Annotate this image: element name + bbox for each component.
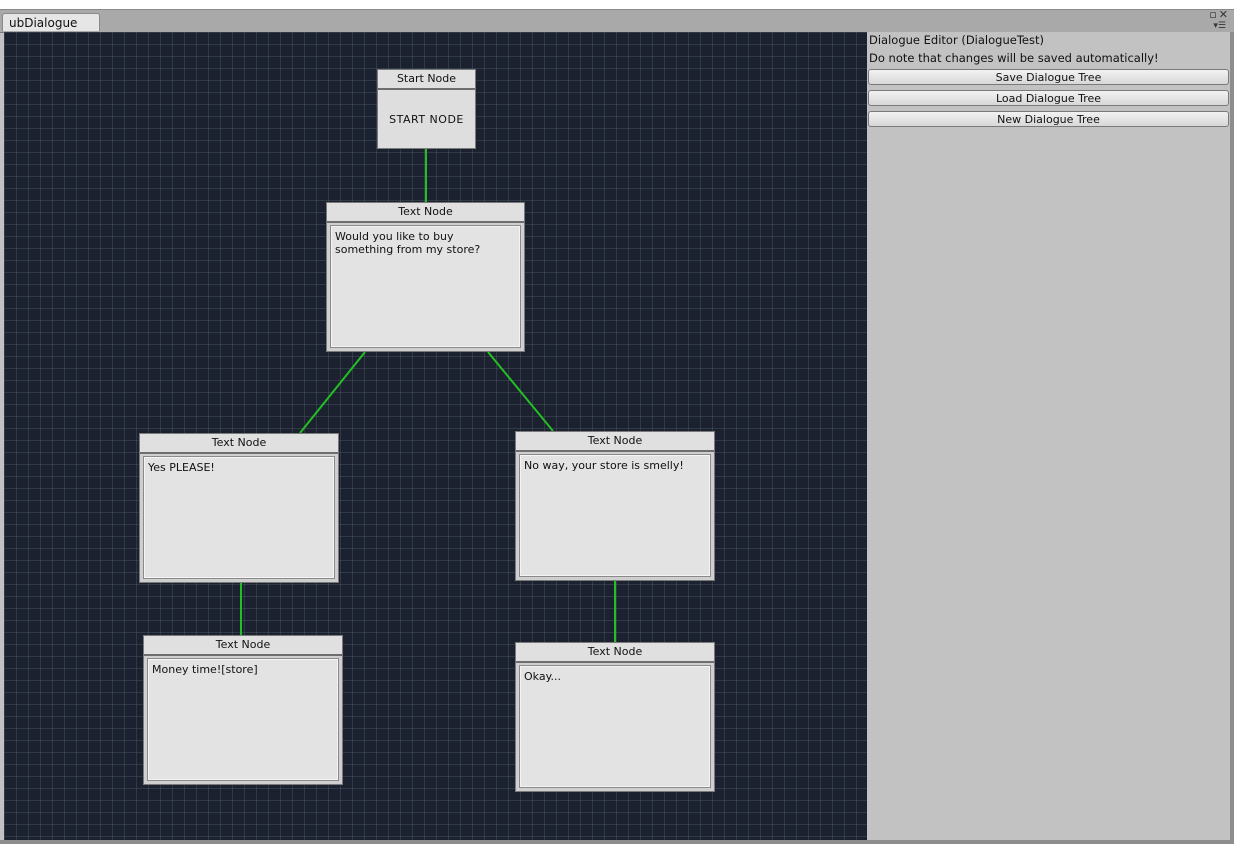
text-node-okay[interactable]: Text Node Okay...: [515, 642, 715, 792]
node-text-field[interactable]: Okay...: [519, 665, 711, 788]
start-node-label: START NODE: [378, 90, 475, 148]
node-header[interactable]: Text Node: [144, 636, 342, 656]
node-header[interactable]: Text Node: [140, 434, 338, 454]
menu-icon[interactable]: ▾☰: [1213, 21, 1226, 31]
start-node[interactable]: Start Node START NODE: [377, 69, 476, 149]
text-node-yes[interactable]: Text Node Yes PLEASE!: [139, 433, 339, 583]
node-text-field[interactable]: Would you like to buy something from my …: [330, 225, 521, 348]
close-icon[interactable]: ✕: [1218, 8, 1228, 21]
node-canvas[interactable]: Start Node START NODE Text Node Would yo…: [4, 32, 867, 840]
node-text-field[interactable]: Yes PLEASE!: [143, 456, 335, 579]
new-dialogue-tree-button[interactable]: New Dialogue Tree: [868, 111, 1229, 127]
tab-ubdialogue[interactable]: ubDialogue: [2, 13, 100, 31]
connection-lines: [240, 149, 616, 643]
edge-question-to-yes: [299, 351, 366, 434]
node-header[interactable]: Text Node: [327, 203, 524, 223]
node-text-field[interactable]: Money time![store]: [147, 658, 339, 781]
node-header[interactable]: Start Node: [378, 70, 475, 90]
window-border-bottom: [0, 840, 1234, 844]
node-text-field[interactable]: No way, your store is smelly!: [519, 454, 711, 577]
edge-question-to-no: [487, 351, 554, 432]
window-border-right: [1230, 32, 1234, 844]
autosave-note: Do note that changes will be saved autom…: [869, 51, 1159, 65]
text-node-question[interactable]: Text Node Would you like to buy somethin…: [326, 202, 525, 352]
panel-title: Dialogue Editor (DialogueTest): [869, 33, 1044, 47]
node-header[interactable]: Text Node: [516, 432, 714, 452]
tab-bar: ubDialogue: [0, 10, 1234, 33]
node-header[interactable]: Text Node: [516, 643, 714, 663]
maximize-icon[interactable]: ▫: [1209, 8, 1217, 21]
top-strip: [0, 0, 1234, 10]
window-controls: ▫✕: [1207, 8, 1228, 21]
text-node-no[interactable]: Text Node No way, your store is smelly!: [515, 431, 715, 581]
text-node-money[interactable]: Text Node Money time![store]: [143, 635, 343, 785]
inspector-panel: Dialogue Editor (DialogueTest) Do note t…: [867, 32, 1230, 840]
load-dialogue-tree-button[interactable]: Load Dialogue Tree: [868, 90, 1229, 106]
save-dialogue-tree-button[interactable]: Save Dialogue Tree: [868, 69, 1229, 85]
